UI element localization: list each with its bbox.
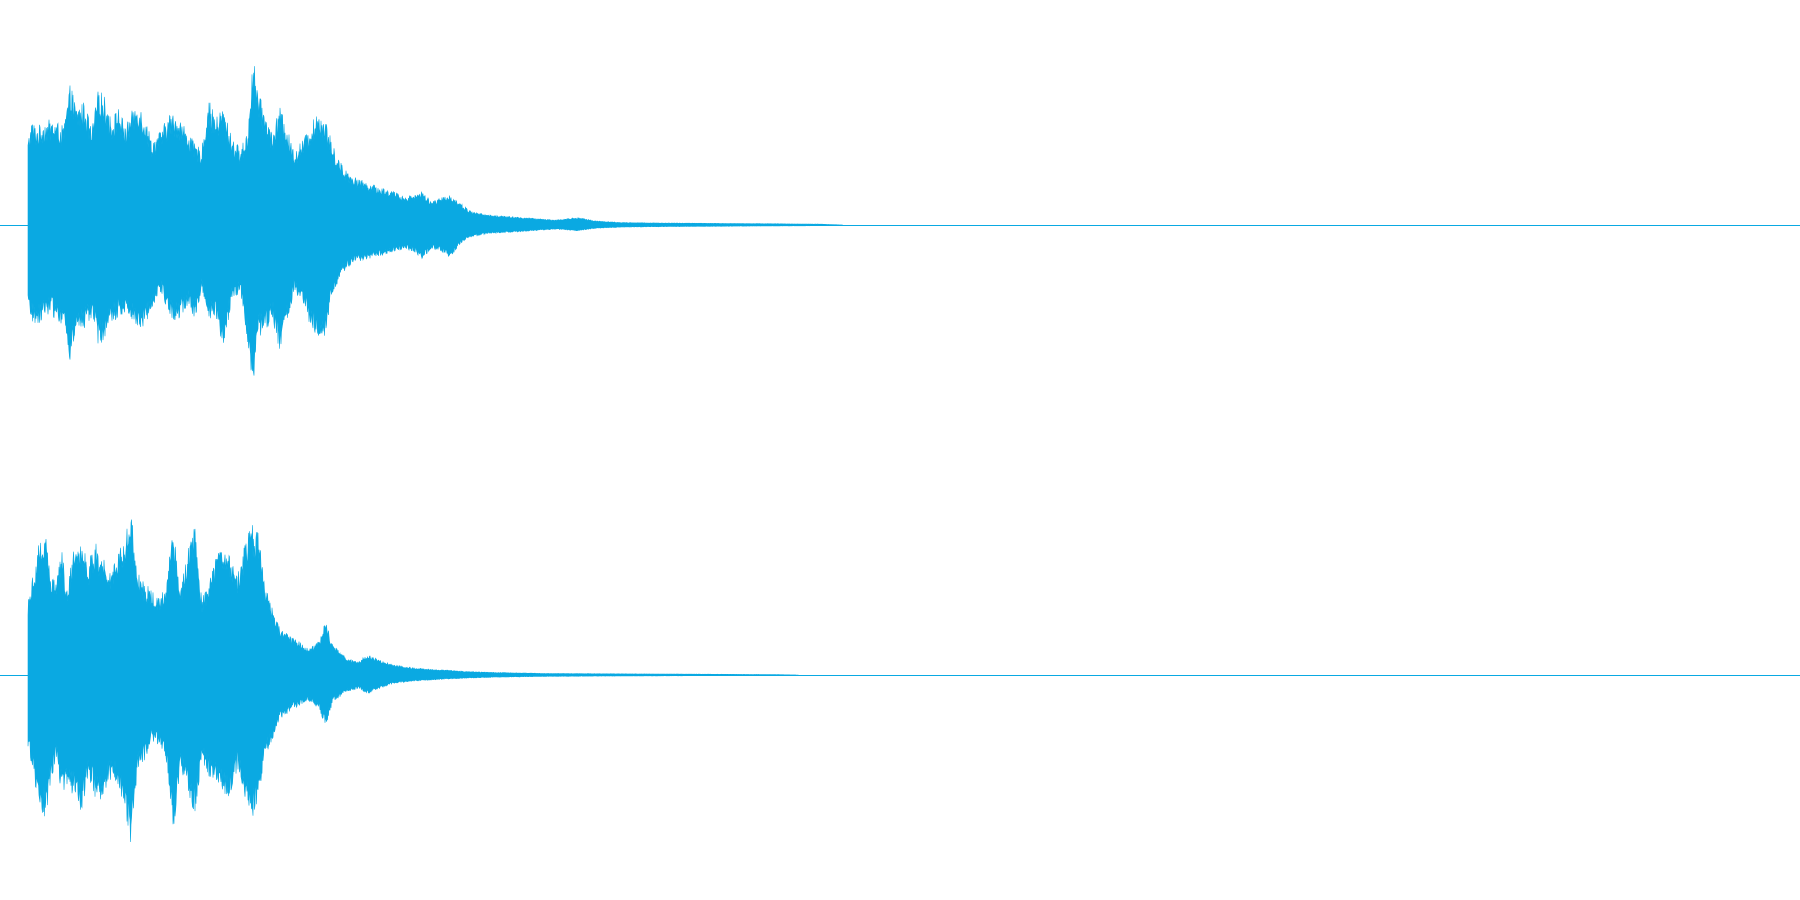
channel-left-waveform bbox=[27, 66, 843, 376]
channel-left bbox=[0, 66, 1800, 376]
channel-right-waveform bbox=[27, 519, 799, 843]
channel-right bbox=[0, 519, 1800, 843]
